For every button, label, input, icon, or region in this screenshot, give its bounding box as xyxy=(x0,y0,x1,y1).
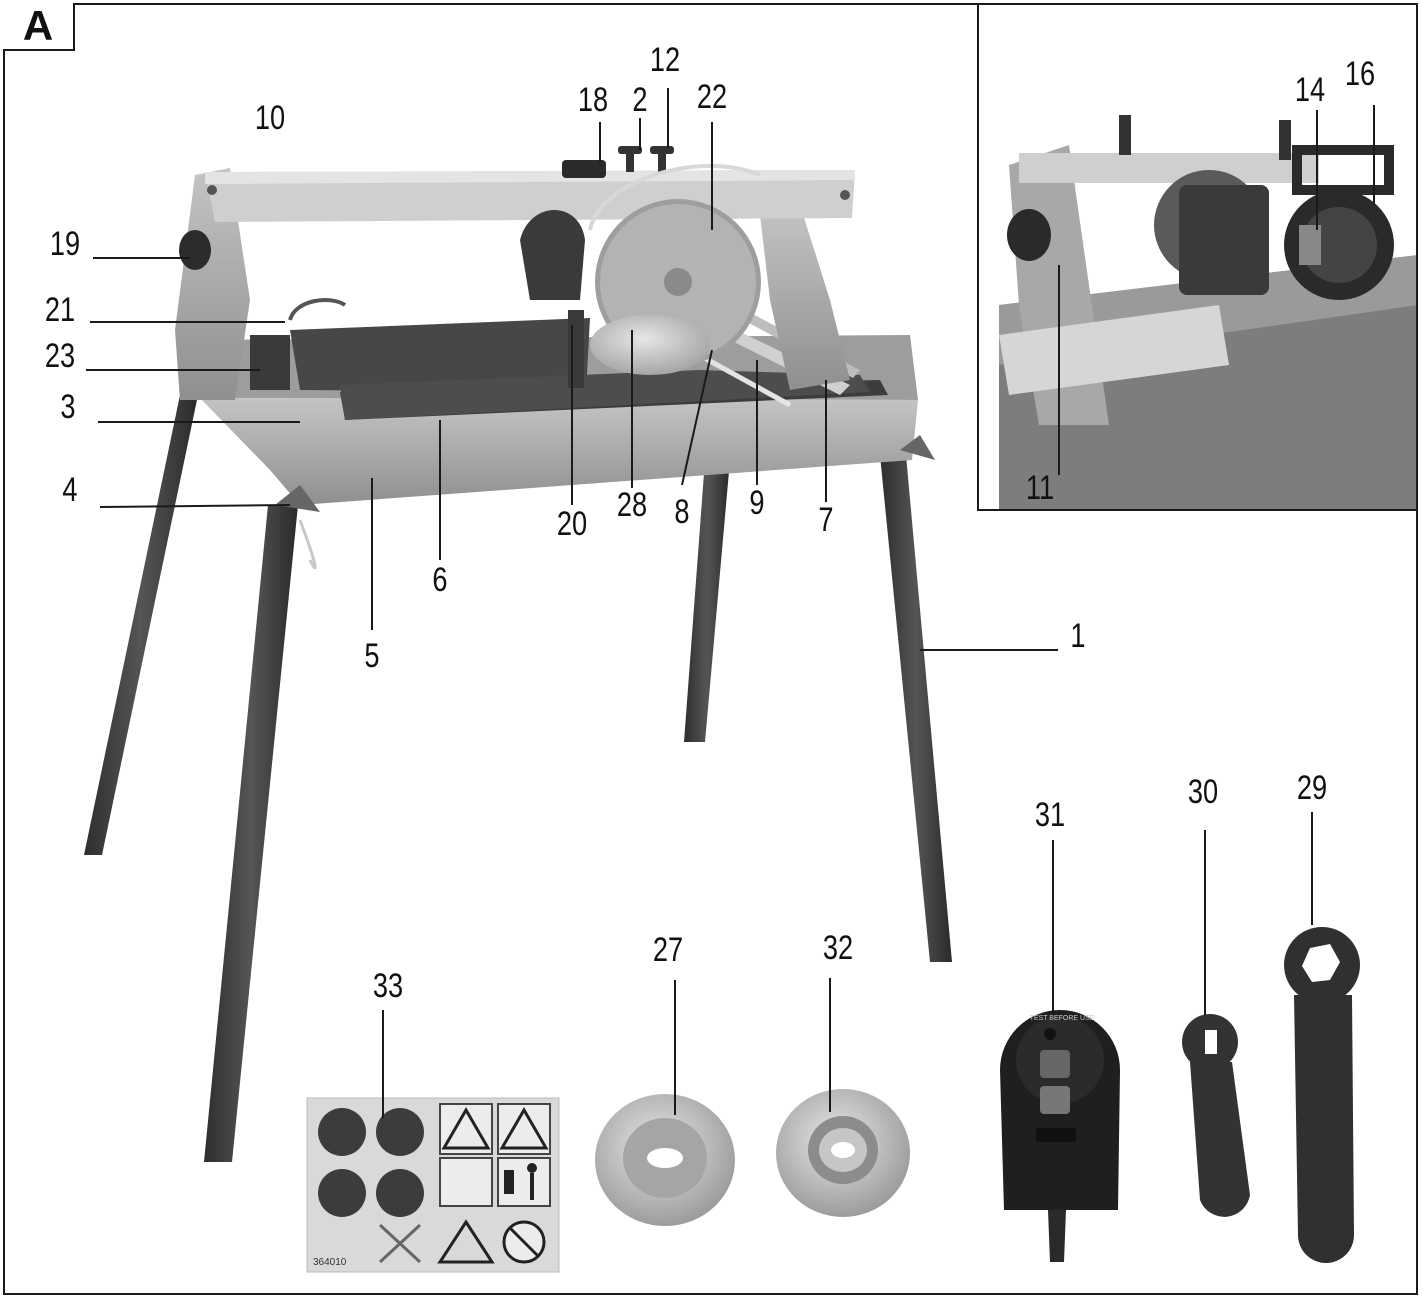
off-button xyxy=(1040,1086,1070,1114)
leg-back-right xyxy=(684,460,730,742)
diamond-blade xyxy=(590,315,710,375)
left-arm xyxy=(175,168,250,400)
callout-18: 18 xyxy=(577,81,609,119)
callout-6: 6 xyxy=(432,561,448,599)
flange-washers xyxy=(595,978,910,1226)
callout-21: 21 xyxy=(44,291,76,329)
callout-28: 28 xyxy=(616,486,648,524)
flying-debris-icon xyxy=(499,1107,549,1150)
ear-protection-icon xyxy=(318,1169,366,1217)
safety-label-sticker: 364010 xyxy=(306,1097,560,1273)
tilt-knob xyxy=(179,230,211,270)
saw-head xyxy=(520,146,761,388)
callout-14: 14 xyxy=(1294,71,1326,109)
switch-label: TEST BEFORE USE xyxy=(1030,1015,1095,1022)
leg-front-left xyxy=(204,505,298,1162)
leg-front-right xyxy=(880,455,952,962)
power-cable xyxy=(1048,1210,1066,1262)
blade-hazard-icon xyxy=(437,1219,495,1264)
callout-22: 22 xyxy=(696,78,728,116)
callout-31: 31 xyxy=(1034,796,1066,834)
callout-16: 16 xyxy=(1344,55,1376,93)
read-manual-icon xyxy=(318,1108,366,1156)
safety-switch: TEST BEFORE USE xyxy=(1000,840,1120,1262)
on-button xyxy=(1040,1050,1070,1078)
callout-10: 10 xyxy=(254,99,286,137)
callout-9: 9 xyxy=(749,484,765,522)
callout-1: 1 xyxy=(1070,617,1086,655)
unplug-icon xyxy=(439,1157,493,1207)
guide-beam xyxy=(205,170,855,222)
warning-icon xyxy=(441,1107,491,1150)
panel-letter: A xyxy=(3,2,75,51)
callout-4: 4 xyxy=(62,471,78,509)
leader-lines xyxy=(86,88,1058,651)
inset-illustration xyxy=(999,105,1416,509)
stand-legs xyxy=(84,395,952,1162)
callout-27: 27 xyxy=(652,931,684,969)
water-holder xyxy=(568,310,584,388)
callout-3: 3 xyxy=(60,388,76,426)
side-frames xyxy=(175,168,850,400)
right-arm xyxy=(760,205,850,390)
detail-inset xyxy=(977,5,1416,511)
worktop-left xyxy=(290,318,590,392)
callout-29: 29 xyxy=(1296,769,1328,807)
callout-20: 20 xyxy=(556,505,588,543)
callout-7: 7 xyxy=(818,501,834,539)
gloves-icon xyxy=(376,1169,424,1217)
motor xyxy=(520,210,585,300)
callout-32: 32 xyxy=(822,929,854,967)
callout-5: 5 xyxy=(364,637,380,675)
motor-handle xyxy=(1292,145,1394,195)
spanner-wrenches xyxy=(1182,812,1360,1263)
leg-back-left xyxy=(84,395,198,855)
callout-8: 8 xyxy=(674,493,690,531)
callout-11: 11 xyxy=(1025,469,1055,507)
callout-33: 33 xyxy=(372,967,404,1005)
callout-12: 12 xyxy=(649,41,681,79)
test-button xyxy=(1044,1028,1056,1040)
callout-30: 30 xyxy=(1187,773,1219,811)
no-disposal-icon xyxy=(378,1223,422,1264)
water-pump xyxy=(250,335,290,390)
handle xyxy=(562,160,606,178)
label-code: 364010 xyxy=(313,1257,347,1268)
callout-23: 23 xyxy=(44,337,76,375)
callout-2: 2 xyxy=(632,81,648,119)
callout-19: 19 xyxy=(49,225,81,263)
dust-mask-icon xyxy=(376,1108,424,1156)
